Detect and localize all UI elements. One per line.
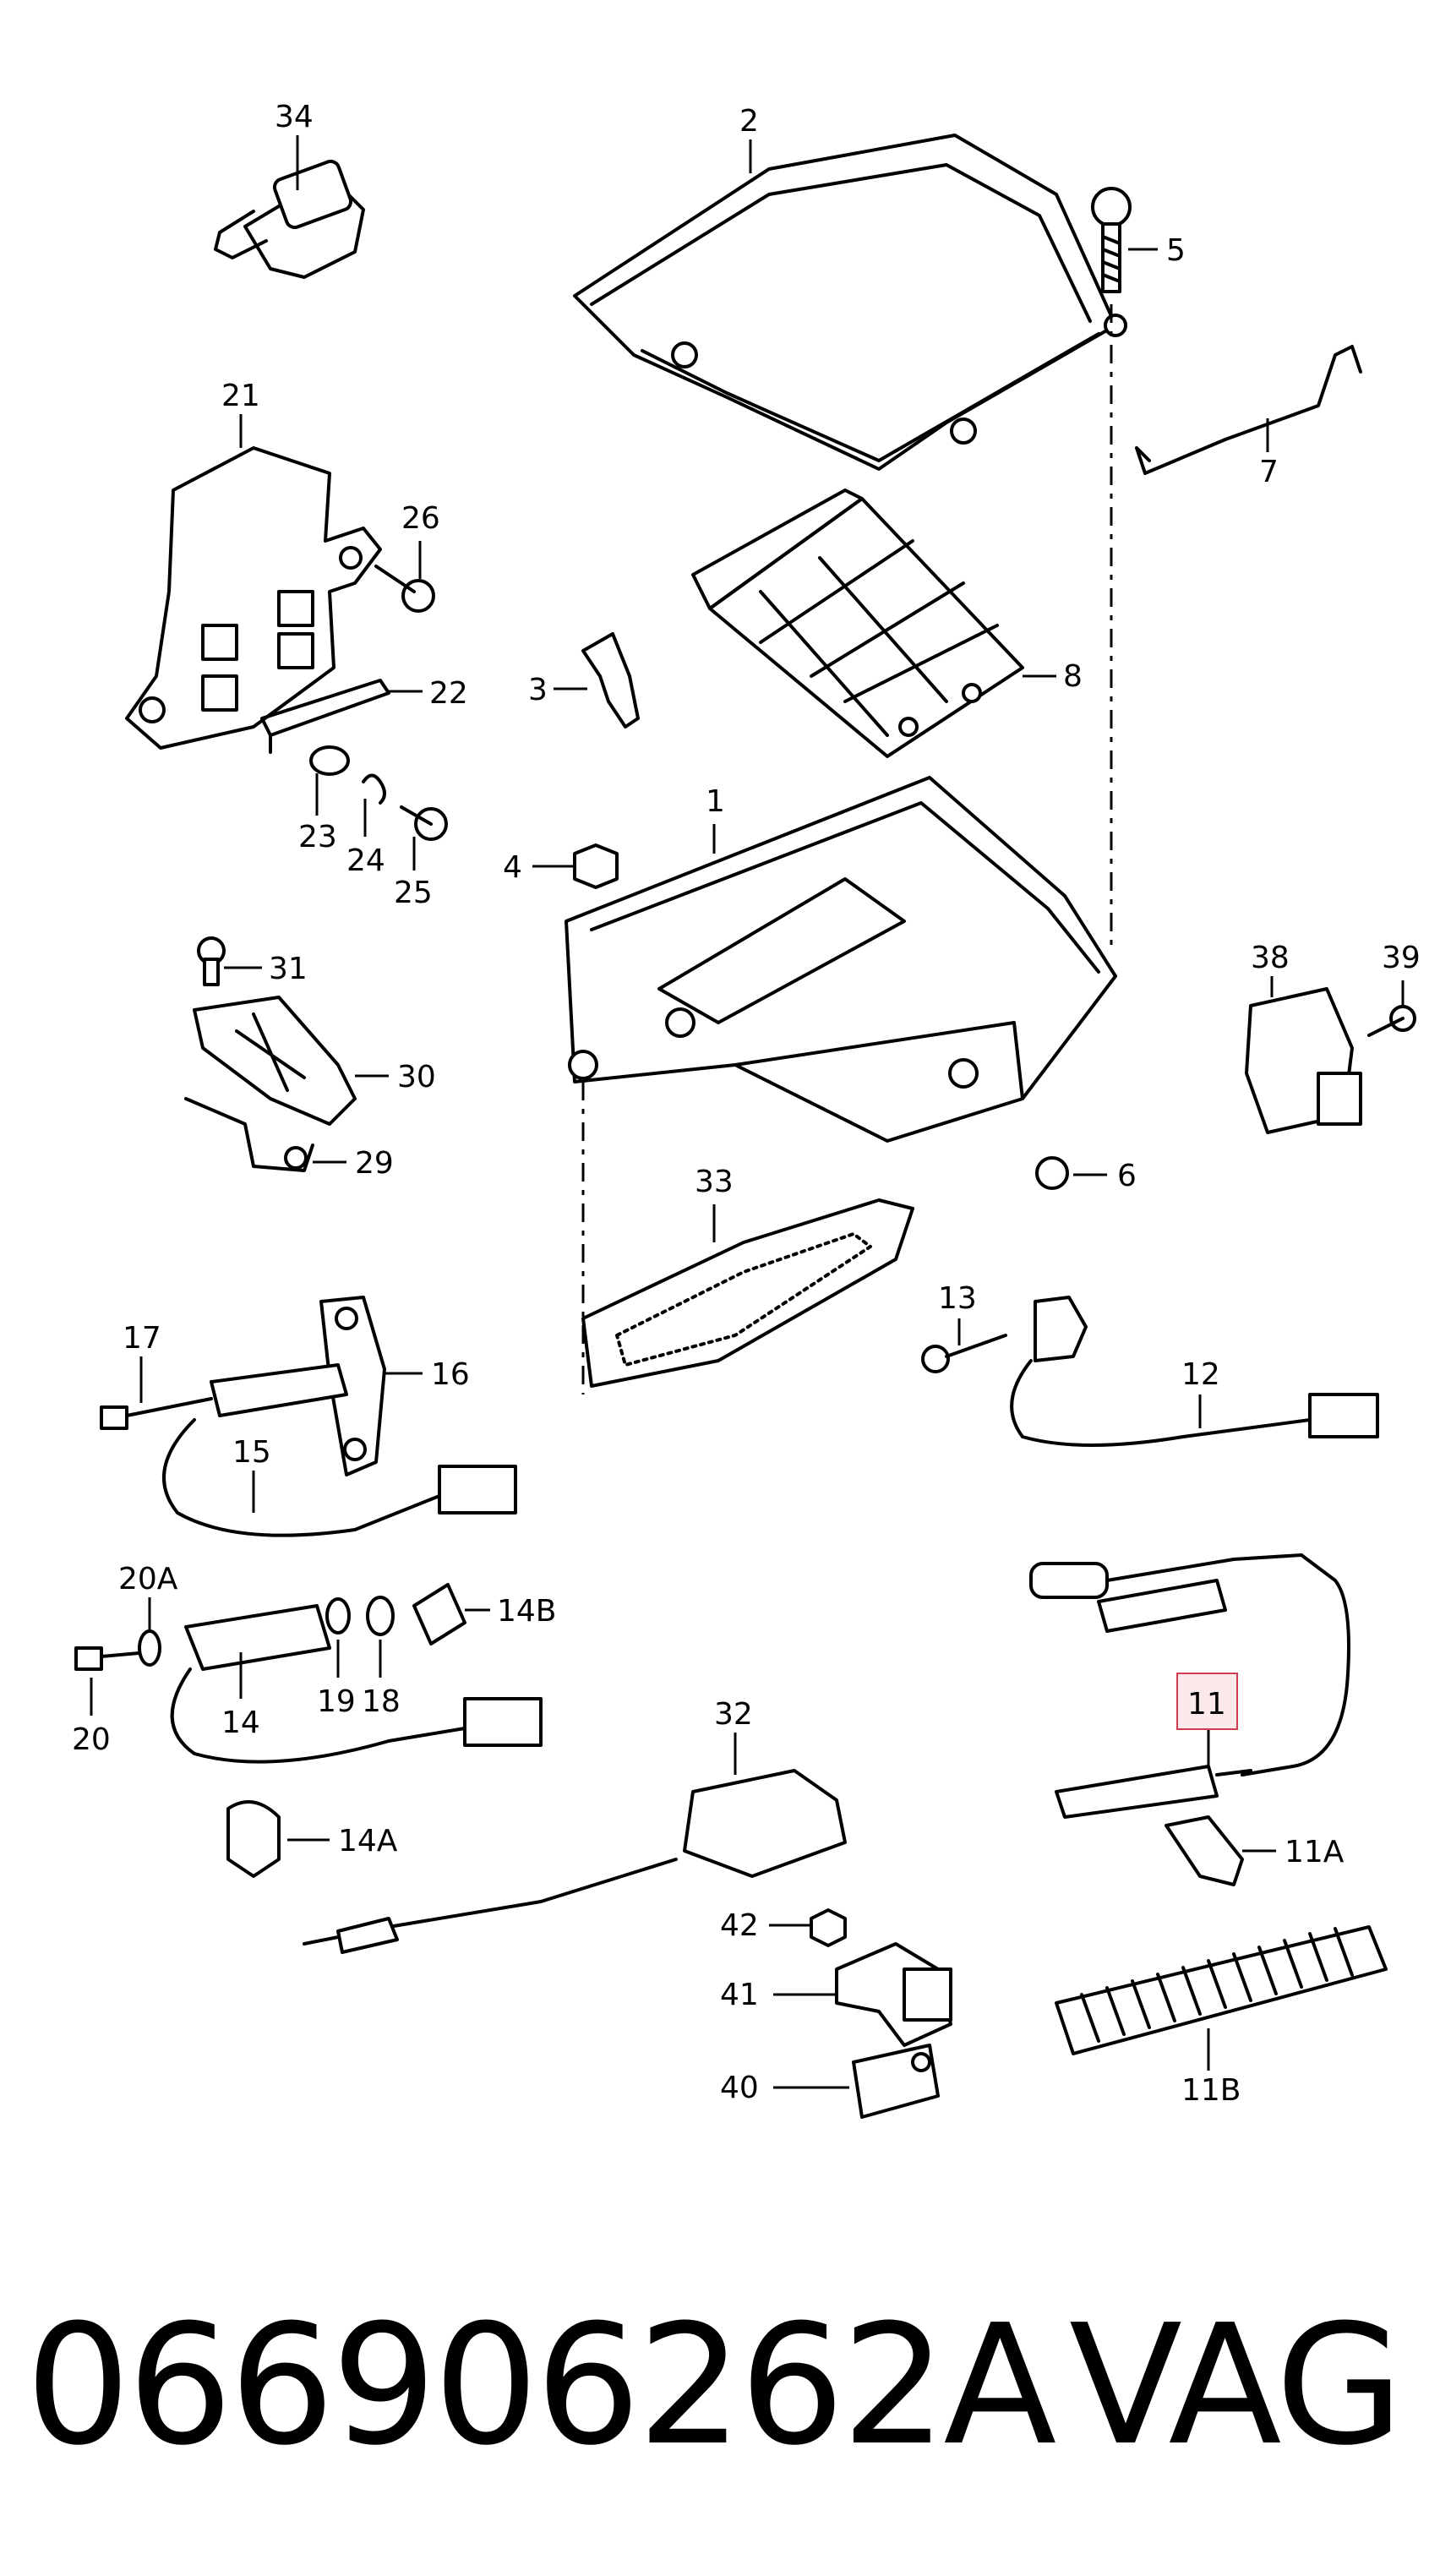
part-1-housing bbox=[565, 776, 1117, 1394]
callout-11b: 11B bbox=[1181, 2073, 1241, 2108]
callout-6: 6 bbox=[1117, 1159, 1137, 1193]
callout-8: 8 bbox=[1063, 659, 1083, 694]
callout-23: 23 bbox=[298, 820, 337, 854]
part-20-bolt bbox=[74, 1646, 150, 1716]
part-26-bolt bbox=[374, 541, 435, 613]
part-24-spring bbox=[362, 773, 386, 837]
callout-33: 33 bbox=[695, 1165, 734, 1199]
callout-20: 20 bbox=[72, 1722, 111, 1757]
part-11a-clip bbox=[1165, 1815, 1276, 1886]
callout-34: 34 bbox=[275, 100, 314, 134]
callout-13: 13 bbox=[938, 1281, 977, 1316]
footer: 066906262A VAG bbox=[25, 2289, 1404, 2482]
part-6-grommet bbox=[1035, 1156, 1107, 1190]
part-14-sensor bbox=[170, 1604, 543, 1764]
part-39-screw bbox=[1367, 980, 1416, 1037]
callout-21: 21 bbox=[221, 379, 260, 413]
part-31-bolt bbox=[197, 936, 262, 986]
part-38-relay bbox=[1245, 976, 1362, 1134]
callout-12: 12 bbox=[1181, 1357, 1220, 1392]
callout-4: 4 bbox=[503, 850, 522, 885]
part-14b-gasket bbox=[412, 1583, 490, 1645]
part-19-washer bbox=[325, 1597, 351, 1678]
callout-7: 7 bbox=[1259, 455, 1279, 489]
callout-22: 22 bbox=[429, 676, 468, 711]
part-5-screw bbox=[1091, 187, 1158, 947]
part-32-sender bbox=[303, 1733, 847, 1954]
part-12-sensor bbox=[1010, 1296, 1379, 1447]
callout-30: 30 bbox=[397, 1060, 436, 1094]
callout-39: 39 bbox=[1382, 941, 1421, 975]
part-17-bolt bbox=[100, 1356, 213, 1430]
part-34-switch bbox=[214, 135, 365, 279]
callout-40: 40 bbox=[720, 2071, 759, 2105]
part-7-bracket bbox=[1135, 345, 1362, 475]
callout-1: 1 bbox=[706, 784, 725, 819]
callout-24: 24 bbox=[346, 843, 385, 878]
callout-20a: 20A bbox=[118, 1562, 178, 1596]
callout-11: 11 bbox=[1187, 1687, 1226, 1722]
part-15-sensor bbox=[162, 1363, 517, 1537]
part-2-cover bbox=[573, 134, 1127, 471]
part-25-screw bbox=[400, 805, 448, 870]
part-14a-clip bbox=[226, 1800, 330, 1878]
brand-name: VAG bbox=[1069, 2289, 1400, 2482]
callout-5: 5 bbox=[1166, 233, 1186, 268]
part-11-oxygen-sensor bbox=[1029, 1553, 1350, 1819]
callout-25: 25 bbox=[394, 876, 433, 910]
callout-14b: 14B bbox=[497, 1594, 557, 1629]
part-42-nut bbox=[769, 1908, 847, 1947]
part-11-highlight-box bbox=[1176, 1673, 1238, 1730]
callout-16: 16 bbox=[431, 1357, 470, 1392]
callout-17: 17 bbox=[123, 1321, 161, 1356]
callout-29: 29 bbox=[355, 1146, 394, 1181]
part-13-bolt bbox=[921, 1318, 1007, 1373]
callout-14a: 14A bbox=[338, 1824, 398, 1858]
part-29-bracket bbox=[184, 1097, 346, 1172]
part-4-nut bbox=[532, 843, 619, 889]
callout-26: 26 bbox=[401, 501, 440, 536]
part-22-clip bbox=[260, 679, 423, 754]
part-11b-sleeve bbox=[1055, 1925, 1388, 2071]
callout-18: 18 bbox=[362, 1684, 401, 1719]
callout-14: 14 bbox=[221, 1706, 260, 1740]
callout-19: 19 bbox=[317, 1684, 356, 1719]
part-21-bracket bbox=[125, 414, 382, 750]
callout-15: 15 bbox=[232, 1435, 271, 1470]
part-number: 066906262A bbox=[25, 2289, 1055, 2482]
part-30-plate bbox=[193, 996, 389, 1126]
part-40-plate bbox=[773, 2044, 940, 2119]
callout-38: 38 bbox=[1251, 941, 1290, 975]
callout-31: 31 bbox=[269, 952, 308, 986]
part-41-sensor bbox=[773, 1942, 952, 2047]
callout-2: 2 bbox=[739, 104, 759, 139]
callout-42: 42 bbox=[720, 1908, 759, 1943]
part-18-ring bbox=[366, 1596, 395, 1678]
part-8-module bbox=[691, 488, 1056, 758]
callout-3: 3 bbox=[528, 673, 548, 707]
callout-11a: 11A bbox=[1285, 1835, 1345, 1869]
callout-labels: 34 2 5 21 26 7 22 3 8 23 24 25 1 4 31 38… bbox=[72, 100, 1421, 2108]
callout-32: 32 bbox=[714, 1697, 753, 1732]
part-20a-washer bbox=[138, 1597, 161, 1667]
part-3-clip bbox=[554, 632, 640, 729]
part-33-gasket bbox=[581, 1198, 914, 1388]
part-23-washer bbox=[309, 745, 350, 816]
callout-41: 41 bbox=[720, 1978, 759, 2012]
